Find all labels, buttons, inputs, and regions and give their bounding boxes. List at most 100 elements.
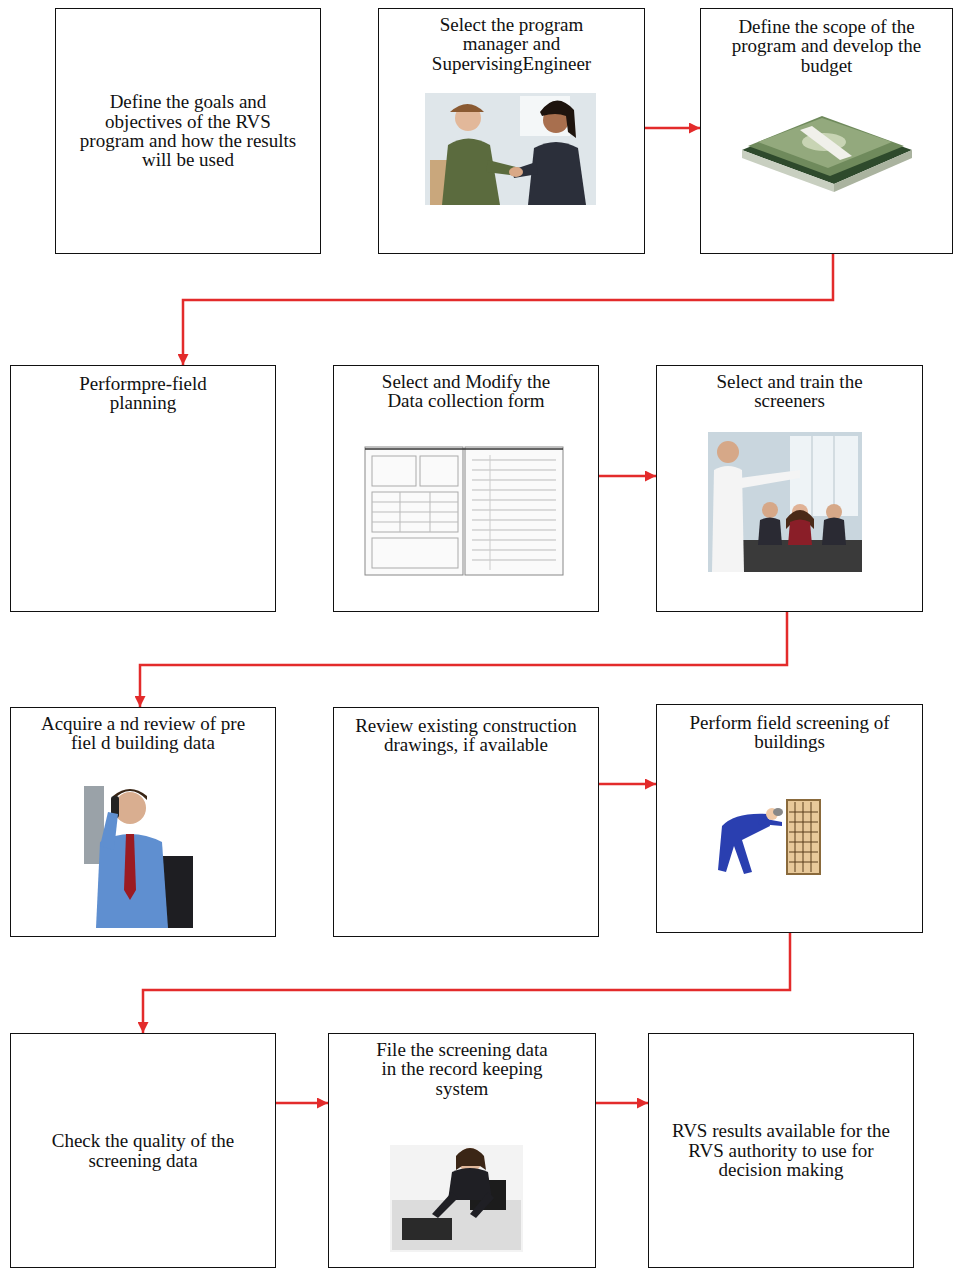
process-box: Review existing construction drawings, i… bbox=[333, 707, 599, 937]
training-photo-part bbox=[758, 518, 782, 546]
flow-arrow bbox=[599, 783, 656, 786]
process-box: Acquire a nd review of pre fiel d buildi… bbox=[10, 707, 276, 937]
form-thumbnail-part bbox=[472, 470, 556, 471]
typing-photo-part bbox=[402, 1218, 452, 1240]
process-box: Perform field screening of buildings bbox=[656, 704, 923, 933]
form-thumbnail bbox=[365, 447, 563, 575]
typing-photo-part bbox=[390, 1145, 523, 1252]
form-thumbnail-part bbox=[472, 500, 556, 501]
flow-arrow bbox=[645, 127, 700, 130]
field-screening-figure-part bbox=[758, 818, 782, 826]
box-label: Review existing construction drawings, i… bbox=[354, 716, 578, 755]
process-box: Select the program manager and Supervisi… bbox=[378, 8, 645, 254]
form-thumbnail-part bbox=[490, 455, 491, 570]
box-label: Check the quality of the screening data bbox=[33, 1131, 253, 1170]
flow-arrow bbox=[183, 254, 833, 365]
form-thumbnail-part bbox=[372, 502, 458, 503]
form-thumbnail-part bbox=[472, 550, 556, 551]
money-stack bbox=[742, 116, 912, 192]
handshake-photo bbox=[425, 93, 596, 205]
typing-photo-part bbox=[456, 1148, 486, 1170]
handshake-photo-part bbox=[425, 93, 596, 205]
field-screening-figure bbox=[718, 800, 820, 874]
box-label: Acquire a nd review of pre fiel d buildi… bbox=[33, 714, 253, 753]
box-label: Performpre-field planning bbox=[53, 374, 233, 413]
box-label: Define the goals and objectives of the R… bbox=[78, 92, 298, 170]
box-label: Perform field screening of buildings bbox=[673, 713, 907, 752]
field-screening-figure-part-part bbox=[789, 832, 818, 833]
process-box: Select and Modify the Data collection fo… bbox=[333, 365, 599, 612]
box-label: Select and Modify the Data collection fo… bbox=[371, 372, 561, 411]
handshake-photo-part bbox=[450, 104, 484, 112]
form-thumbnail-part bbox=[472, 530, 556, 531]
form-thumbnail-part bbox=[372, 456, 416, 486]
field-screening-figure-part-part bbox=[789, 852, 818, 853]
field-screening-figure-part-part bbox=[789, 822, 818, 823]
form-thumbnail-part bbox=[372, 492, 458, 532]
training-photo-part bbox=[790, 436, 858, 516]
training-photo-part bbox=[712, 466, 744, 572]
box-label: Define the scope of the program and deve… bbox=[711, 17, 943, 75]
form-thumbnail-part bbox=[430, 492, 431, 532]
field-screening-figure-part-part bbox=[789, 842, 818, 843]
form-thumbnail-part bbox=[372, 512, 458, 513]
form-thumbnail-part bbox=[465, 447, 563, 575]
process-box: RVS results available for the RVS author… bbox=[648, 1033, 914, 1268]
training-photo-part bbox=[812, 436, 813, 516]
phone-call-photo-part bbox=[82, 778, 193, 928]
handshake-photo-part bbox=[509, 167, 523, 177]
field-screening-figure-part bbox=[789, 802, 818, 872]
typing-photo-part bbox=[432, 1192, 458, 1218]
process-box: Check the quality of the screening data bbox=[10, 1033, 276, 1268]
process-box: Performpre-field planning bbox=[10, 365, 276, 612]
training-photo-part bbox=[822, 518, 846, 546]
phone-call-photo-part bbox=[96, 834, 168, 928]
field-screening-figure-part-part bbox=[789, 862, 818, 863]
money-stack-part bbox=[758, 118, 892, 168]
form-thumbnail-part bbox=[420, 456, 458, 486]
field-screening-figure-part bbox=[787, 800, 820, 874]
field-screening-figure-part bbox=[773, 808, 783, 816]
form-thumbnail-part bbox=[365, 448, 563, 450]
handshake-photo-part bbox=[540, 100, 576, 138]
flow-arrow bbox=[276, 1102, 328, 1105]
form-thumbnail-part bbox=[472, 510, 556, 511]
typing-photo-part bbox=[470, 1192, 494, 1218]
typing-photo bbox=[390, 1145, 523, 1252]
form-thumbnail-part bbox=[472, 490, 556, 491]
money-stack-part bbox=[748, 116, 904, 176]
process-box: Select and train the screeners bbox=[656, 365, 923, 612]
form-thumbnail-part bbox=[372, 522, 458, 523]
training-photo-part bbox=[740, 470, 800, 488]
training-photo-part bbox=[762, 502, 778, 518]
training-photo-part bbox=[788, 520, 812, 546]
flow-arrow bbox=[143, 933, 790, 1033]
form-thumbnail-part bbox=[472, 480, 556, 481]
box-label: Select the program manager and Supervisi… bbox=[412, 15, 612, 73]
process-box: File the screening data in the record ke… bbox=[328, 1033, 596, 1268]
process-box: Define the scope of the program and deve… bbox=[700, 8, 953, 254]
phone-call-photo-part bbox=[124, 834, 136, 900]
flow-arrow bbox=[140, 612, 787, 707]
form-thumbnail-part bbox=[472, 560, 556, 561]
training-photo-part bbox=[708, 432, 862, 572]
form-thumbnail-part bbox=[372, 538, 458, 568]
box-label: RVS results available for the RVS author… bbox=[659, 1121, 903, 1179]
box-label: Select and train the screeners bbox=[705, 372, 875, 411]
phone-call-photo bbox=[82, 778, 193, 928]
form-thumbnail-part bbox=[365, 447, 463, 575]
flow-arrow bbox=[596, 1102, 648, 1105]
phone-call-photo-part bbox=[100, 812, 118, 850]
money-stack-part bbox=[800, 126, 852, 160]
process-box: Define the goals and objectives of the R… bbox=[55, 8, 321, 254]
form-thumbnail-part bbox=[472, 520, 556, 521]
field-screening-figure-part-part bbox=[789, 812, 818, 813]
form-thumbnail-part bbox=[472, 540, 556, 541]
training-photo-part bbox=[717, 441, 739, 463]
flow-arrow bbox=[599, 475, 656, 478]
form-thumbnail-part bbox=[400, 492, 401, 532]
form-thumbnail-part bbox=[472, 460, 556, 461]
training-photo bbox=[708, 432, 862, 572]
box-label: File the screening data in the record ke… bbox=[367, 1040, 557, 1098]
